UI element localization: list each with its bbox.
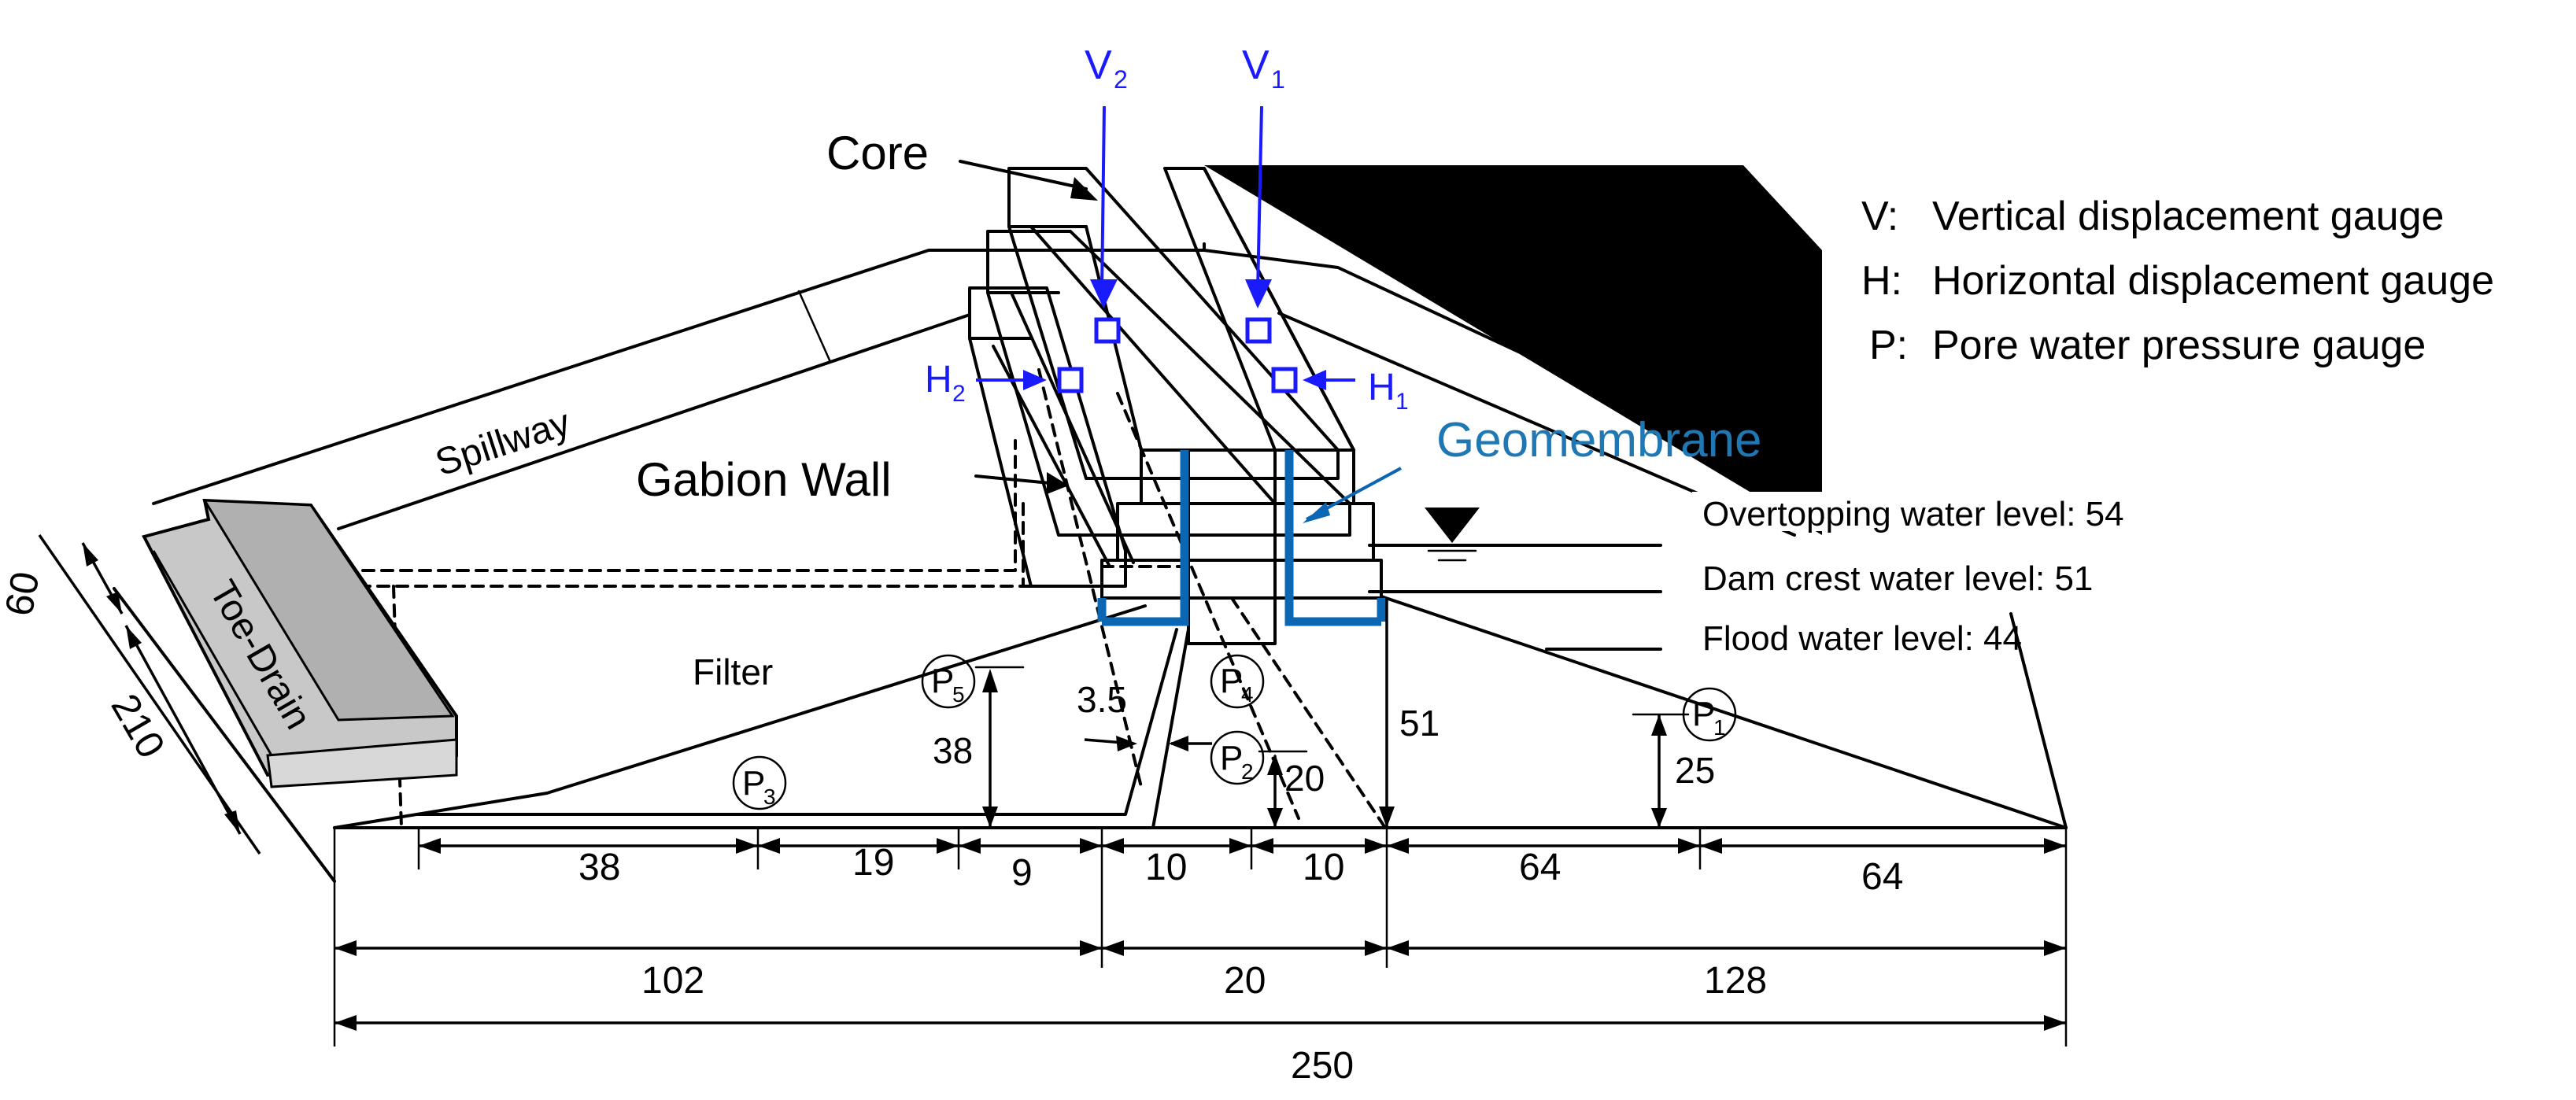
gauge-v1-letter: V xyxy=(1242,42,1270,88)
water-level-symbol xyxy=(1368,508,1662,651)
legend-key-v: V: xyxy=(1861,194,1898,239)
dim-total-250: 250 xyxy=(1291,1045,1354,1087)
hidden-lines xyxy=(282,368,1300,829)
legend-key-p: P: xyxy=(1869,323,1908,368)
filter-label: Filter xyxy=(693,652,773,692)
gauge-p1: P 1 xyxy=(1632,687,1737,742)
gauge-p2-sub: 2 xyxy=(1241,759,1254,784)
rear-outline xyxy=(1204,165,1822,535)
dim-38-vertical: 38 xyxy=(933,730,973,771)
dim-row2-20: 20 xyxy=(1224,960,1266,1002)
dim-51-vertical: 51 xyxy=(1399,703,1440,744)
gauge-p2: P 2 xyxy=(1210,730,1308,785)
gauge-p1-letter: P xyxy=(1692,695,1715,733)
gauge-v2-sub: 2 xyxy=(1114,65,1128,94)
flood-level-label: Flood water level: 44 xyxy=(1702,619,2022,658)
gauge-p1-sub: 1 xyxy=(1713,715,1726,740)
legend-text-p: Pore water pressure gauge xyxy=(1932,323,2426,368)
dim-row1-19: 19 xyxy=(852,842,894,884)
core xyxy=(1092,167,1387,829)
dim-3-5: 3.5 xyxy=(1077,679,1127,720)
dim-row1-10b: 10 xyxy=(1303,847,1344,888)
gauge-v2: V 2 xyxy=(1085,42,1128,344)
gauge-p3-sub: 3 xyxy=(763,784,776,809)
dim-row1-9: 9 xyxy=(1011,852,1033,894)
legend-text-h: Horizontal displacement gauge xyxy=(1932,258,2494,304)
gauge-p5: P 5 xyxy=(921,654,1025,709)
horizontal-dimensions: 38 19 9 10 10 64 64 102 20 128 250 xyxy=(333,828,2068,1087)
dim-row2-102: 102 xyxy=(641,960,704,1002)
gauge-p4: P 4 xyxy=(1210,654,1265,709)
vertical-dimensions: 38 20 51 25 3.5 xyxy=(933,598,1715,828)
dim-25-vertical: 25 xyxy=(1675,750,1715,791)
legend-text-v: Vertical displacement gauge xyxy=(1932,194,2444,239)
gauge-p2-letter: P xyxy=(1220,739,1243,777)
gauge-p4-letter: P xyxy=(1220,662,1243,700)
geomembrane-liner xyxy=(1097,450,1402,626)
gauge-p4-sub: 4 xyxy=(1241,682,1254,707)
dim-row2-128: 128 xyxy=(1704,960,1767,1002)
gauge-v1: V 1 xyxy=(1242,42,1285,344)
toe-drain xyxy=(142,498,458,788)
dim-row1-38: 38 xyxy=(578,847,620,888)
gauge-p3: P 3 xyxy=(732,755,787,810)
gauge-h1-sub: 1 xyxy=(1395,389,1409,415)
dim-row1-10a: 10 xyxy=(1145,847,1187,888)
core-label: Core xyxy=(826,127,929,179)
gauge-h1: H 1 xyxy=(1271,367,1409,415)
gabion-wall-label: Gabion Wall xyxy=(636,453,892,506)
water-level-labels: Overtopping water level: 54 Dam crest wa… xyxy=(1692,492,2212,658)
unit-label: Unit : cm xyxy=(1560,181,1709,223)
gauge-h1-letter: H xyxy=(1368,367,1395,408)
dam-crest-level-label: Dam crest water level: 51 xyxy=(1702,559,2093,598)
legend-key-h: H: xyxy=(1861,258,1902,304)
gauge-v2-letter: V xyxy=(1085,42,1112,88)
dim-20-vertical: 20 xyxy=(1284,758,1325,799)
gauge-p5-letter: P xyxy=(931,662,954,700)
gauge-p3-letter: P xyxy=(742,764,765,803)
overtopping-level-label: Overtopping water level: 54 xyxy=(1702,495,2124,533)
legend: V: Vertical displacement gauge H: Horizo… xyxy=(1861,194,2494,368)
geomembrane-label: Geomembrane xyxy=(1436,413,1762,467)
gauge-h2-sub: 2 xyxy=(952,381,966,407)
dim-row1-64b: 64 xyxy=(1861,856,1903,898)
dim-210-toe: 210 xyxy=(102,687,173,766)
dim-60-toe: 60 xyxy=(0,568,47,619)
gauge-h2: H 2 xyxy=(925,359,1084,407)
gauge-v1-sub: 1 xyxy=(1271,65,1285,94)
gauge-p5-sub: 5 xyxy=(952,682,965,707)
dim-row1-64a: 64 xyxy=(1519,847,1561,888)
gauge-h2-letter: H xyxy=(925,359,952,401)
